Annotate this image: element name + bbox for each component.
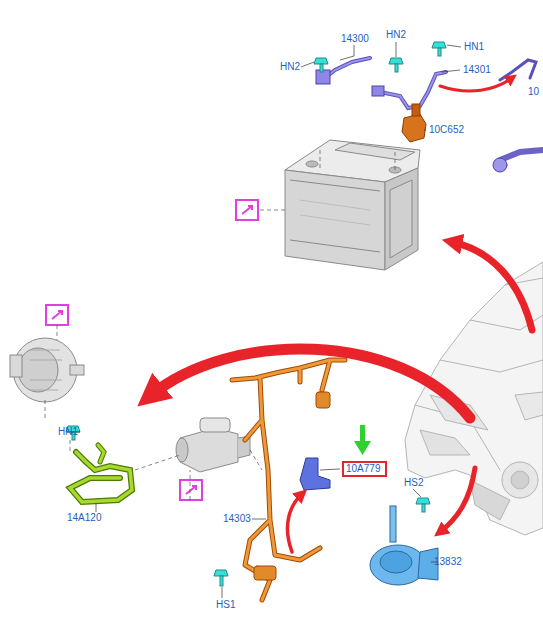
callout-number: 14A120 (66, 512, 102, 524)
leader-line (67, 42, 461, 598)
service-icon (46, 200, 258, 500)
callout-number: 14300 (340, 33, 370, 45)
callout-number: 14301 (462, 64, 492, 76)
part-number: 10A779 (344, 463, 385, 475)
callout-number: HN2 (385, 29, 407, 41)
battery-terminal (402, 104, 426, 142)
starter-motor (176, 418, 250, 472)
callout-number: HN1 (463, 41, 485, 53)
horn (370, 506, 438, 585)
callout-number: 14303 (222, 513, 252, 525)
callout-number: HS1 (215, 599, 236, 611)
battery (285, 140, 420, 270)
callout-number: 13832 (433, 556, 463, 568)
alternator-cable (70, 445, 132, 502)
callout-number: 10C652 (428, 124, 465, 136)
bolt (66, 42, 446, 586)
battery-cable (316, 58, 543, 172)
pointer-arrow (354, 425, 371, 455)
callout-number: 10 (527, 86, 540, 98)
location-arrow (150, 78, 532, 552)
callout-number: HN2 (279, 61, 301, 73)
callout-number: HS2 (403, 477, 424, 489)
cable-bracket (300, 458, 330, 490)
starter-cable (232, 360, 345, 600)
callout-number: HN1 (57, 426, 79, 438)
alternator (10, 338, 84, 402)
callout-box: 10A779 (342, 461, 387, 477)
guide-line (45, 150, 395, 500)
